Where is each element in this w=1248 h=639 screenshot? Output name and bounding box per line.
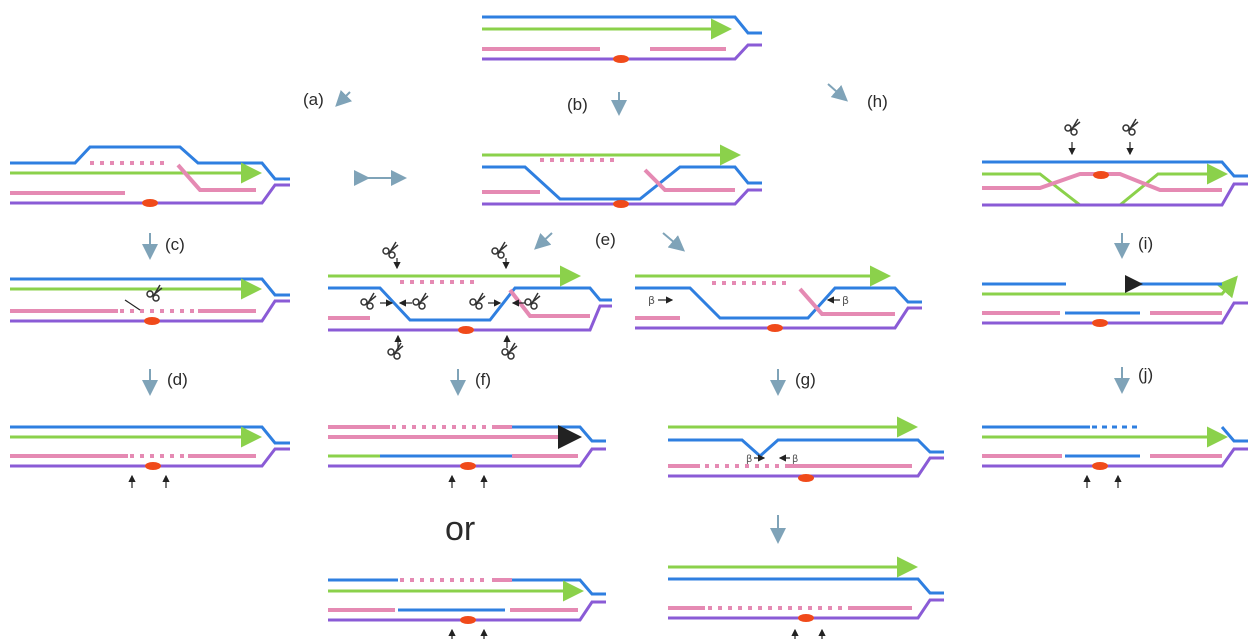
step-label-j: (j) [1138,365,1153,384]
step-label-a: (a) [303,90,324,109]
fork-e-resect: β β [635,265,922,332]
fork-initial [482,15,762,63]
step-label-f: (f) [475,370,491,389]
fork-e-cleave [328,241,612,360]
fork-regressed-a [10,145,290,207]
fork-f-option2 [328,578,606,639]
svg-text:β: β [648,294,655,307]
or-separator: or [445,510,475,548]
fork-d-restored [10,425,290,488]
step-label-i: (i) [1138,234,1153,253]
step-label-d: (d) [167,370,188,389]
fork-g-final [668,556,944,639]
svg-text:β: β [792,454,798,465]
fork-f-option1 [328,425,606,488]
fork-c [10,277,290,325]
step-label-e: (e) [595,230,616,249]
fork-holliday-h [982,118,1248,207]
svg-text:β: β [842,294,849,307]
step-label-g: (g) [795,370,816,389]
fork-g-mid: β β [668,416,944,482]
step-label-b: (b) [567,95,588,114]
step-label-h: (h) [867,92,888,111]
step-label-c: (c) [165,235,185,254]
fork-i [982,275,1248,327]
fork-reversed-b [482,144,762,208]
fork-j [982,425,1248,488]
svg-text:β: β [746,454,752,465]
